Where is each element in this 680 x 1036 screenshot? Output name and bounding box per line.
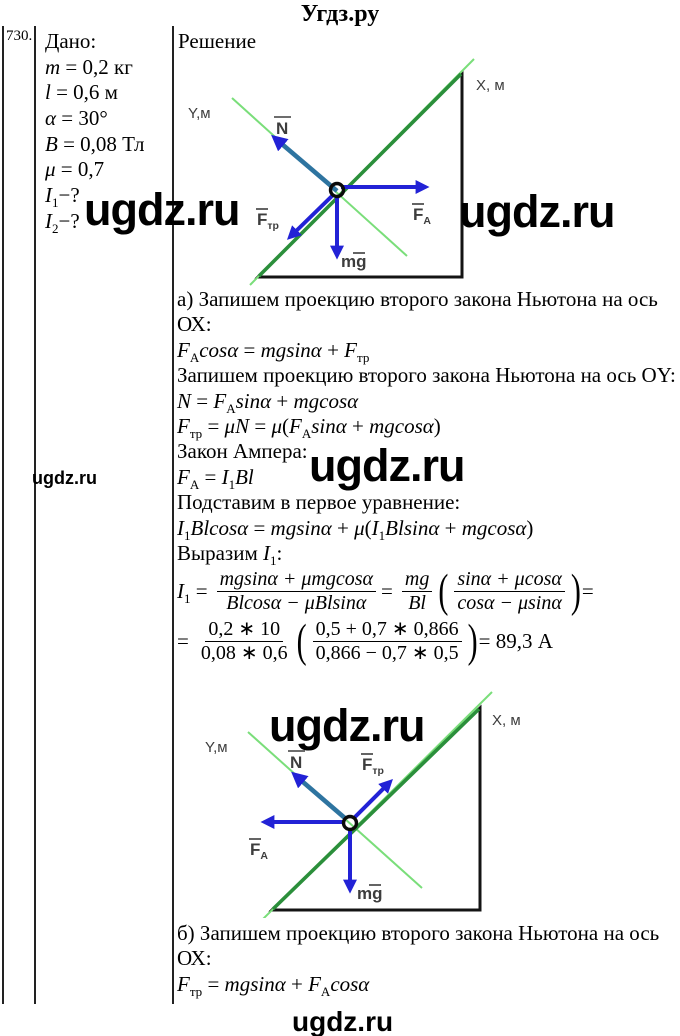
equation-line: FАcosα = mgsinα + Fтр <box>177 337 370 365</box>
solution-part-a: а) Запишем проекцию второго закона Ньюто… <box>177 287 676 666</box>
close-paren: ) <box>467 615 478 667</box>
solution-title: Решение <box>178 29 257 53</box>
equation-line: Fтр = μN = μ(FАsinα + mgcosα) <box>177 413 441 442</box>
given-line-length: l = 0,6 м <box>45 80 118 105</box>
x-axis-label: X, м <box>492 712 521 729</box>
open-paren: ( <box>438 565 449 617</box>
normal-force-label: N <box>276 119 288 138</box>
equation-segment: I1 = <box>177 578 208 606</box>
body-point-circle <box>328 181 346 199</box>
fraction-numerator: 0,2 ∗ 10 <box>205 618 284 642</box>
ampere-force-label: FА <box>413 205 431 227</box>
solution-text-line: ОХ: <box>177 946 212 971</box>
given-line-i1: I1−? <box>45 183 80 211</box>
watermark: ugdz.ru <box>292 1006 394 1036</box>
incline-surface-line <box>271 707 481 911</box>
problem-number: 730. <box>6 28 33 44</box>
friction-force-label: Fтр <box>362 755 384 777</box>
watermark: ugdz.ru <box>32 468 97 488</box>
fraction-numerator: sinα + μcosα <box>454 568 565 592</box>
fraction-denominator: cosα − μsinα <box>457 591 562 614</box>
fraction-denominator: 0,08 ∗ 0,6 <box>200 641 288 664</box>
table-divider-given <box>172 26 174 1004</box>
body-point-circle <box>341 814 359 832</box>
y-axis-label: Y,м <box>205 739 228 756</box>
watermark: ugdz.ru <box>269 700 425 751</box>
table-divider-number <box>34 26 36 1004</box>
solution-text-line: ОХ: <box>177 312 212 337</box>
watermark: ugdz.ru <box>309 440 465 491</box>
solution-text-line: а) Запишем проекцию второго закона Ньюто… <box>177 287 658 311</box>
force-diagram-a: Y,м X, м N Fтр FА mg <box>188 58 505 286</box>
gravity-force-label: mg <box>341 252 367 271</box>
fraction: sinα + μcosα cosα − μsinα <box>454 568 565 615</box>
open-paren: ( <box>296 615 307 667</box>
normal-force-label: N <box>290 753 302 772</box>
incline-surface-line <box>257 72 463 278</box>
equation-result: = 89,3 А <box>478 628 553 653</box>
equals-sign: = <box>177 628 189 653</box>
fraction-numerator: mg <box>401 568 433 592</box>
table-border-left <box>2 26 4 1004</box>
watermark: ugdz.ru <box>84 184 240 235</box>
solution-text-line: б) Запишем проекцию второго закона Ньюто… <box>177 921 660 945</box>
equals-sign: = <box>581 578 594 603</box>
x-axis-label: X, м <box>476 77 505 94</box>
force-diagram-b: Y,м X, м N Fтр FА mg <box>205 691 521 918</box>
equals-sign: = <box>381 578 393 603</box>
fraction: 0,2 ∗ 10 0,08 ∗ 0,6 <box>198 618 291 665</box>
solution-text-line: Закон Ампера: <box>177 439 308 464</box>
given-line-field: B = 0,08 Тл <box>45 131 145 156</box>
equation-line: N = FАsinα + mgcosα <box>177 388 359 416</box>
fraction-numerator: 0,5 + 0,7 ∗ 0,866 <box>312 618 462 642</box>
given-line-mass: m = 0,2 кг <box>45 54 133 79</box>
solution-text-line: Выразим I1: <box>177 540 283 569</box>
fraction: 0,5 + 0,7 ∗ 0,866 0,866 − 0,7 ∗ 0,5 <box>312 618 462 665</box>
equation-current-symbolic: I1 = mgsinα + μmgcosα Blcosα − μBlsinα =… <box>177 566 676 616</box>
equation-line: FА = I1Bl <box>177 464 254 492</box>
fraction-denominator: Bl <box>408 591 426 614</box>
equation-current-numeric: = 0,2 ∗ 10 0,08 ∗ 0,6 ( 0,5 + 0,7 ∗ 0,86… <box>177 616 676 666</box>
given-line-i2: I2−? <box>45 208 80 236</box>
fraction-numerator: mgsinα + μmgcosα <box>216 568 377 592</box>
friction-force-arrow <box>286 194 334 240</box>
normal-force-arrow <box>271 134 339 193</box>
given-line-angle: α = 30° <box>45 106 108 131</box>
fraction: mg Bl <box>401 568 433 615</box>
solution-text-line: Подставим в первое уравнение: <box>177 490 461 515</box>
y-axis-label: Y,м <box>188 105 211 122</box>
equation-line: Fтр = mgsinα + FАcosα <box>177 971 370 999</box>
solution-part-b: б) Запишем проекцию второго закона Ньюто… <box>177 921 660 999</box>
normal-force-arrow <box>291 771 348 821</box>
watermark: ugdz.ru <box>459 186 615 237</box>
equation-line: I1Blcosα = mgsinα + μ(I1Blsinα + mgcosα) <box>177 515 534 543</box>
given-title: Дано: <box>45 29 97 53</box>
ampere-force-label: FА <box>250 840 268 862</box>
site-title: Угдз.ру <box>300 1 380 27</box>
gravity-force-label: mg <box>357 884 383 903</box>
solution-text-line: Запишем проекцию второго закона Ньютона … <box>177 363 676 388</box>
fraction-denominator: 0,866 − 0,7 ∗ 0,5 <box>315 641 459 664</box>
close-paren: ) <box>570 565 581 617</box>
fraction: mgsinα + μmgcosα Blcosα − μBlsinα <box>216 568 377 615</box>
given-line-mu: μ = 0,7 <box>45 157 105 182</box>
given-section: Дано: m = 0,2 кг l = 0,6 м α = 30° B = 0… <box>45 29 144 235</box>
friction-force-arrow <box>353 779 393 819</box>
friction-force-label: Fтр <box>257 210 279 232</box>
fraction-denominator: Blcosα − μBlsinα <box>226 591 367 614</box>
